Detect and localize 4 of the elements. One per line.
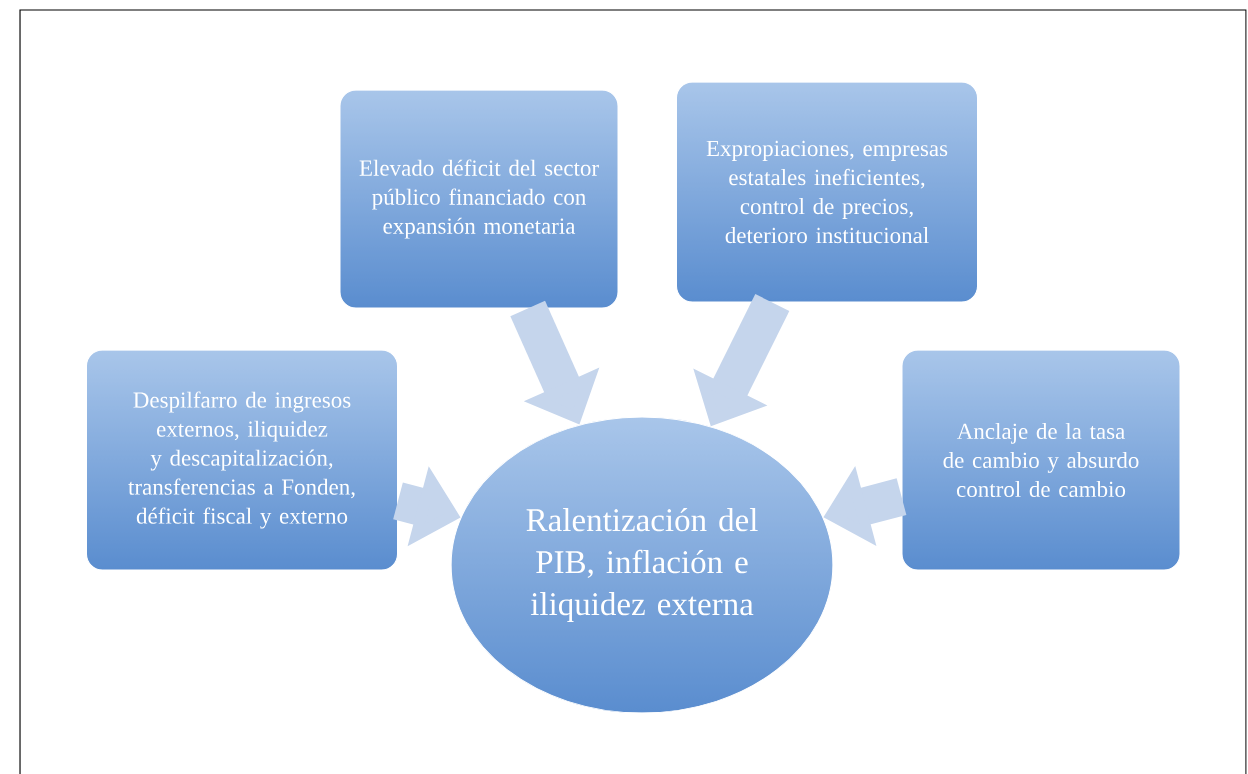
cause-box: Elevado déficit del sector público financiado con expansión monetaria: [339, 89, 619, 309]
cause-box: Anclaje de la tasa de cambio y absurdo control de cambio: [901, 349, 1181, 571]
cause-box: Expropiaciones, empresas estatales ineficientes, control de precios, deterioro institucional: [676, 81, 978, 303]
cause-box: Despilfarro de ingresos externos, iliquidez y descapitalización, transferencias a Fonden, déficit fiscal y externo: [86, 349, 398, 571]
